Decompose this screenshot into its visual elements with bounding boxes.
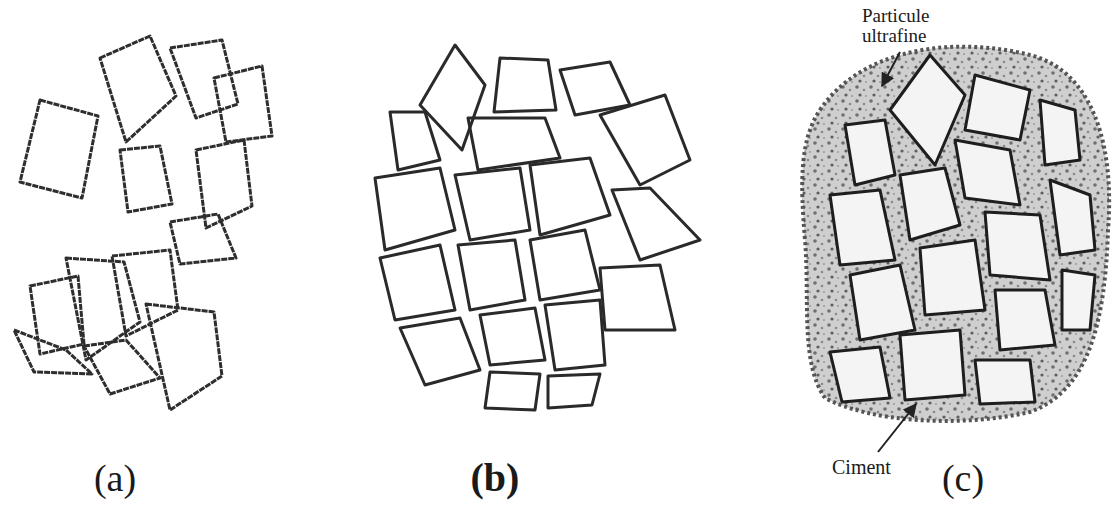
figure-label: (b) bbox=[450, 456, 540, 500]
leader-line bbox=[878, 404, 916, 452]
leader-line bbox=[882, 52, 900, 86]
figure-label: (c) bbox=[918, 458, 1008, 500]
loose-packing bbox=[14, 36, 272, 410]
callout-label: Particule ultrafine bbox=[862, 6, 974, 46]
figure-label: (a) bbox=[70, 458, 160, 500]
callout-label: Ciment bbox=[832, 456, 922, 478]
filled-packing bbox=[802, 47, 1109, 421]
dense-packing bbox=[375, 45, 700, 410]
